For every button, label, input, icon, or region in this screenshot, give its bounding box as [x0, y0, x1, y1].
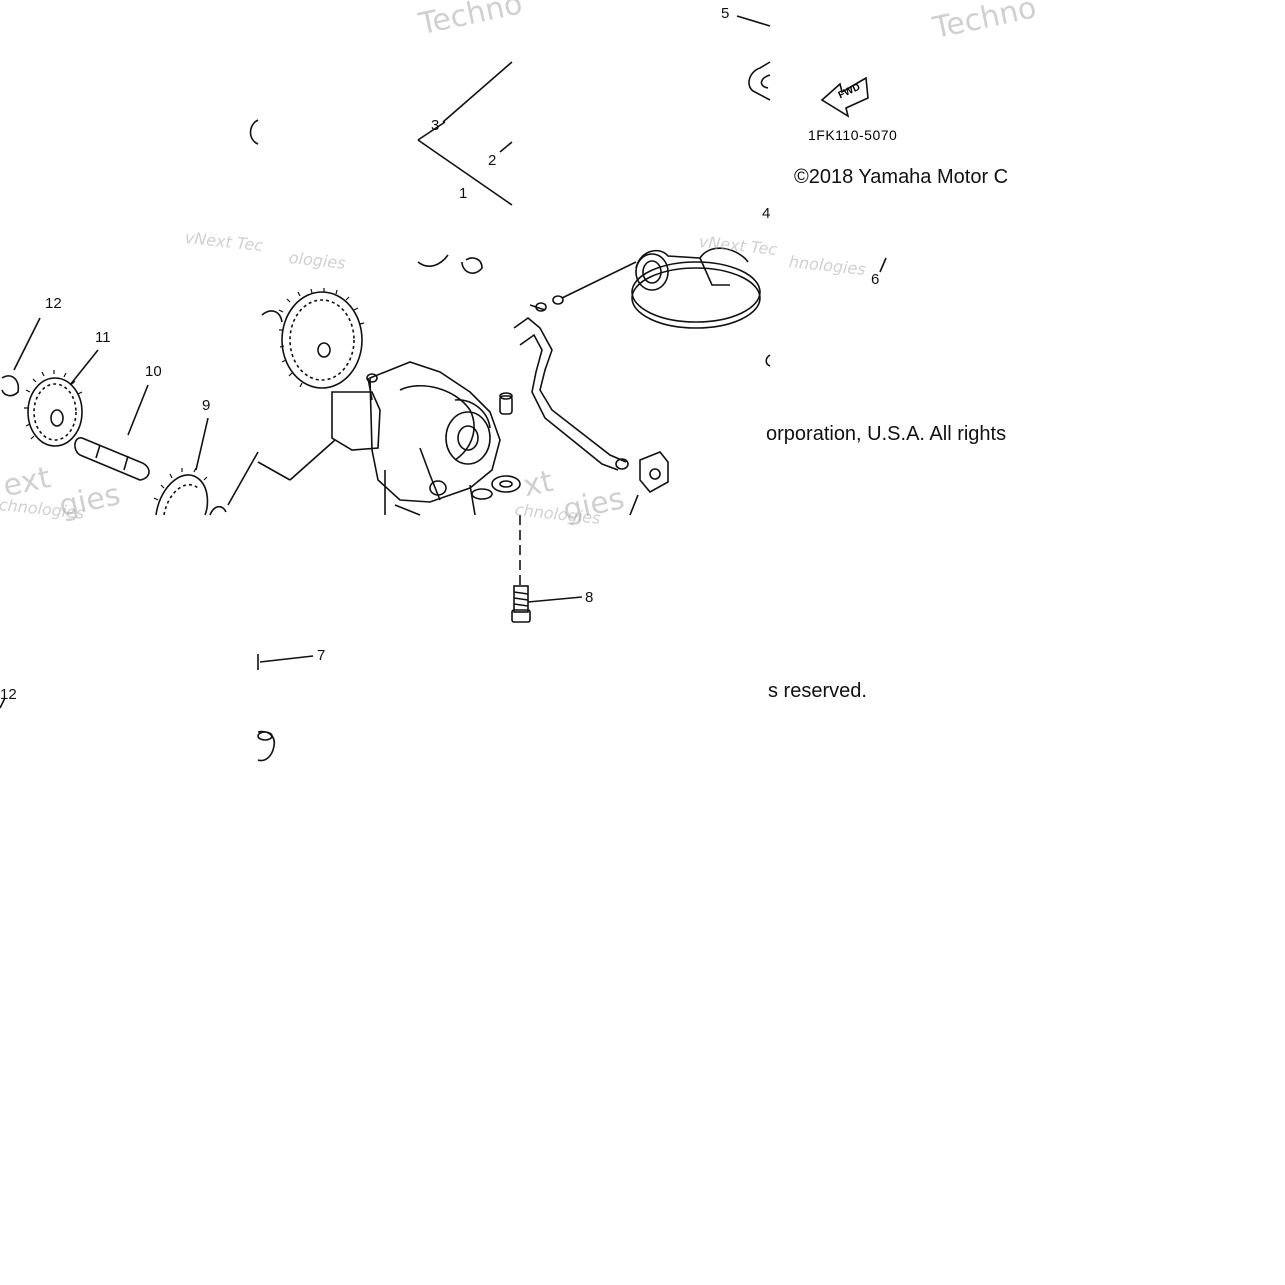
callout-4: 4 — [762, 205, 771, 222]
circlip-left-top — [249, 119, 259, 145]
circlip-12 — [1, 375, 20, 397]
leader-line-10 — [127, 384, 149, 436]
large-gear-teeth — [278, 288, 365, 325]
callout-12: 12 — [45, 295, 62, 312]
leader-line-6 — [879, 257, 887, 273]
large-drive-gear — [281, 291, 363, 389]
bolt-8 — [511, 585, 531, 623]
leader-line-3 — [442, 61, 513, 123]
pump-shaft-10 — [74, 437, 150, 481]
leader-line-5 — [736, 15, 771, 27]
oil-strainer — [631, 247, 761, 329]
leader-line-12b — [0, 697, 6, 709]
callout-3: 3 — [431, 117, 440, 134]
gear9-teeth — [153, 467, 208, 501]
callout-8: 8 — [585, 589, 594, 606]
leader-line-1 — [417, 139, 513, 206]
circlip-gear — [261, 310, 283, 323]
callout-6: 6 — [871, 271, 880, 288]
leader-line-7 — [259, 655, 314, 663]
oil-pump-body — [257, 361, 521, 516]
fwd-arrow-icon — [820, 76, 869, 118]
leader-line-oring — [561, 261, 637, 299]
callout-10: 10 — [145, 363, 162, 380]
callout-11: 11 — [95, 329, 111, 346]
bracket-5 — [748, 61, 771, 101]
leader-line-11 — [69, 349, 99, 386]
copyright-line-2: orporation, U.S.A. All rights — [766, 423, 1007, 445]
leader-line-plug — [629, 494, 639, 516]
small-gear-11 — [27, 377, 83, 447]
rubber-plug — [639, 451, 669, 494]
dowel-pin — [499, 392, 513, 415]
callout-9: 9 — [202, 397, 211, 414]
oil-delivery-pipe — [513, 302, 629, 471]
o-ring — [552, 295, 564, 305]
callout-5: 5 — [721, 5, 730, 22]
gear-9 — [155, 474, 209, 516]
leader-line-8 — [527, 596, 583, 603]
copyright-line-1: ©2018 Yamaha Motor C — [794, 166, 1009, 188]
callout-12b: 12 — [0, 686, 17, 703]
leader-line-2 — [499, 141, 513, 153]
callout-1: 1 — [459, 185, 468, 202]
gear11-teeth — [24, 370, 83, 440]
copyright-line-3: s reserved. — [768, 680, 867, 702]
callout-7: 7 — [317, 647, 326, 664]
watermark-ext-2: xt — [520, 463, 557, 505]
leader-line-12 — [13, 317, 41, 371]
part-code: 1FK110-5070 — [808, 127, 898, 143]
callout-2: 2 — [488, 152, 497, 169]
leader-line-9 — [195, 417, 209, 471]
